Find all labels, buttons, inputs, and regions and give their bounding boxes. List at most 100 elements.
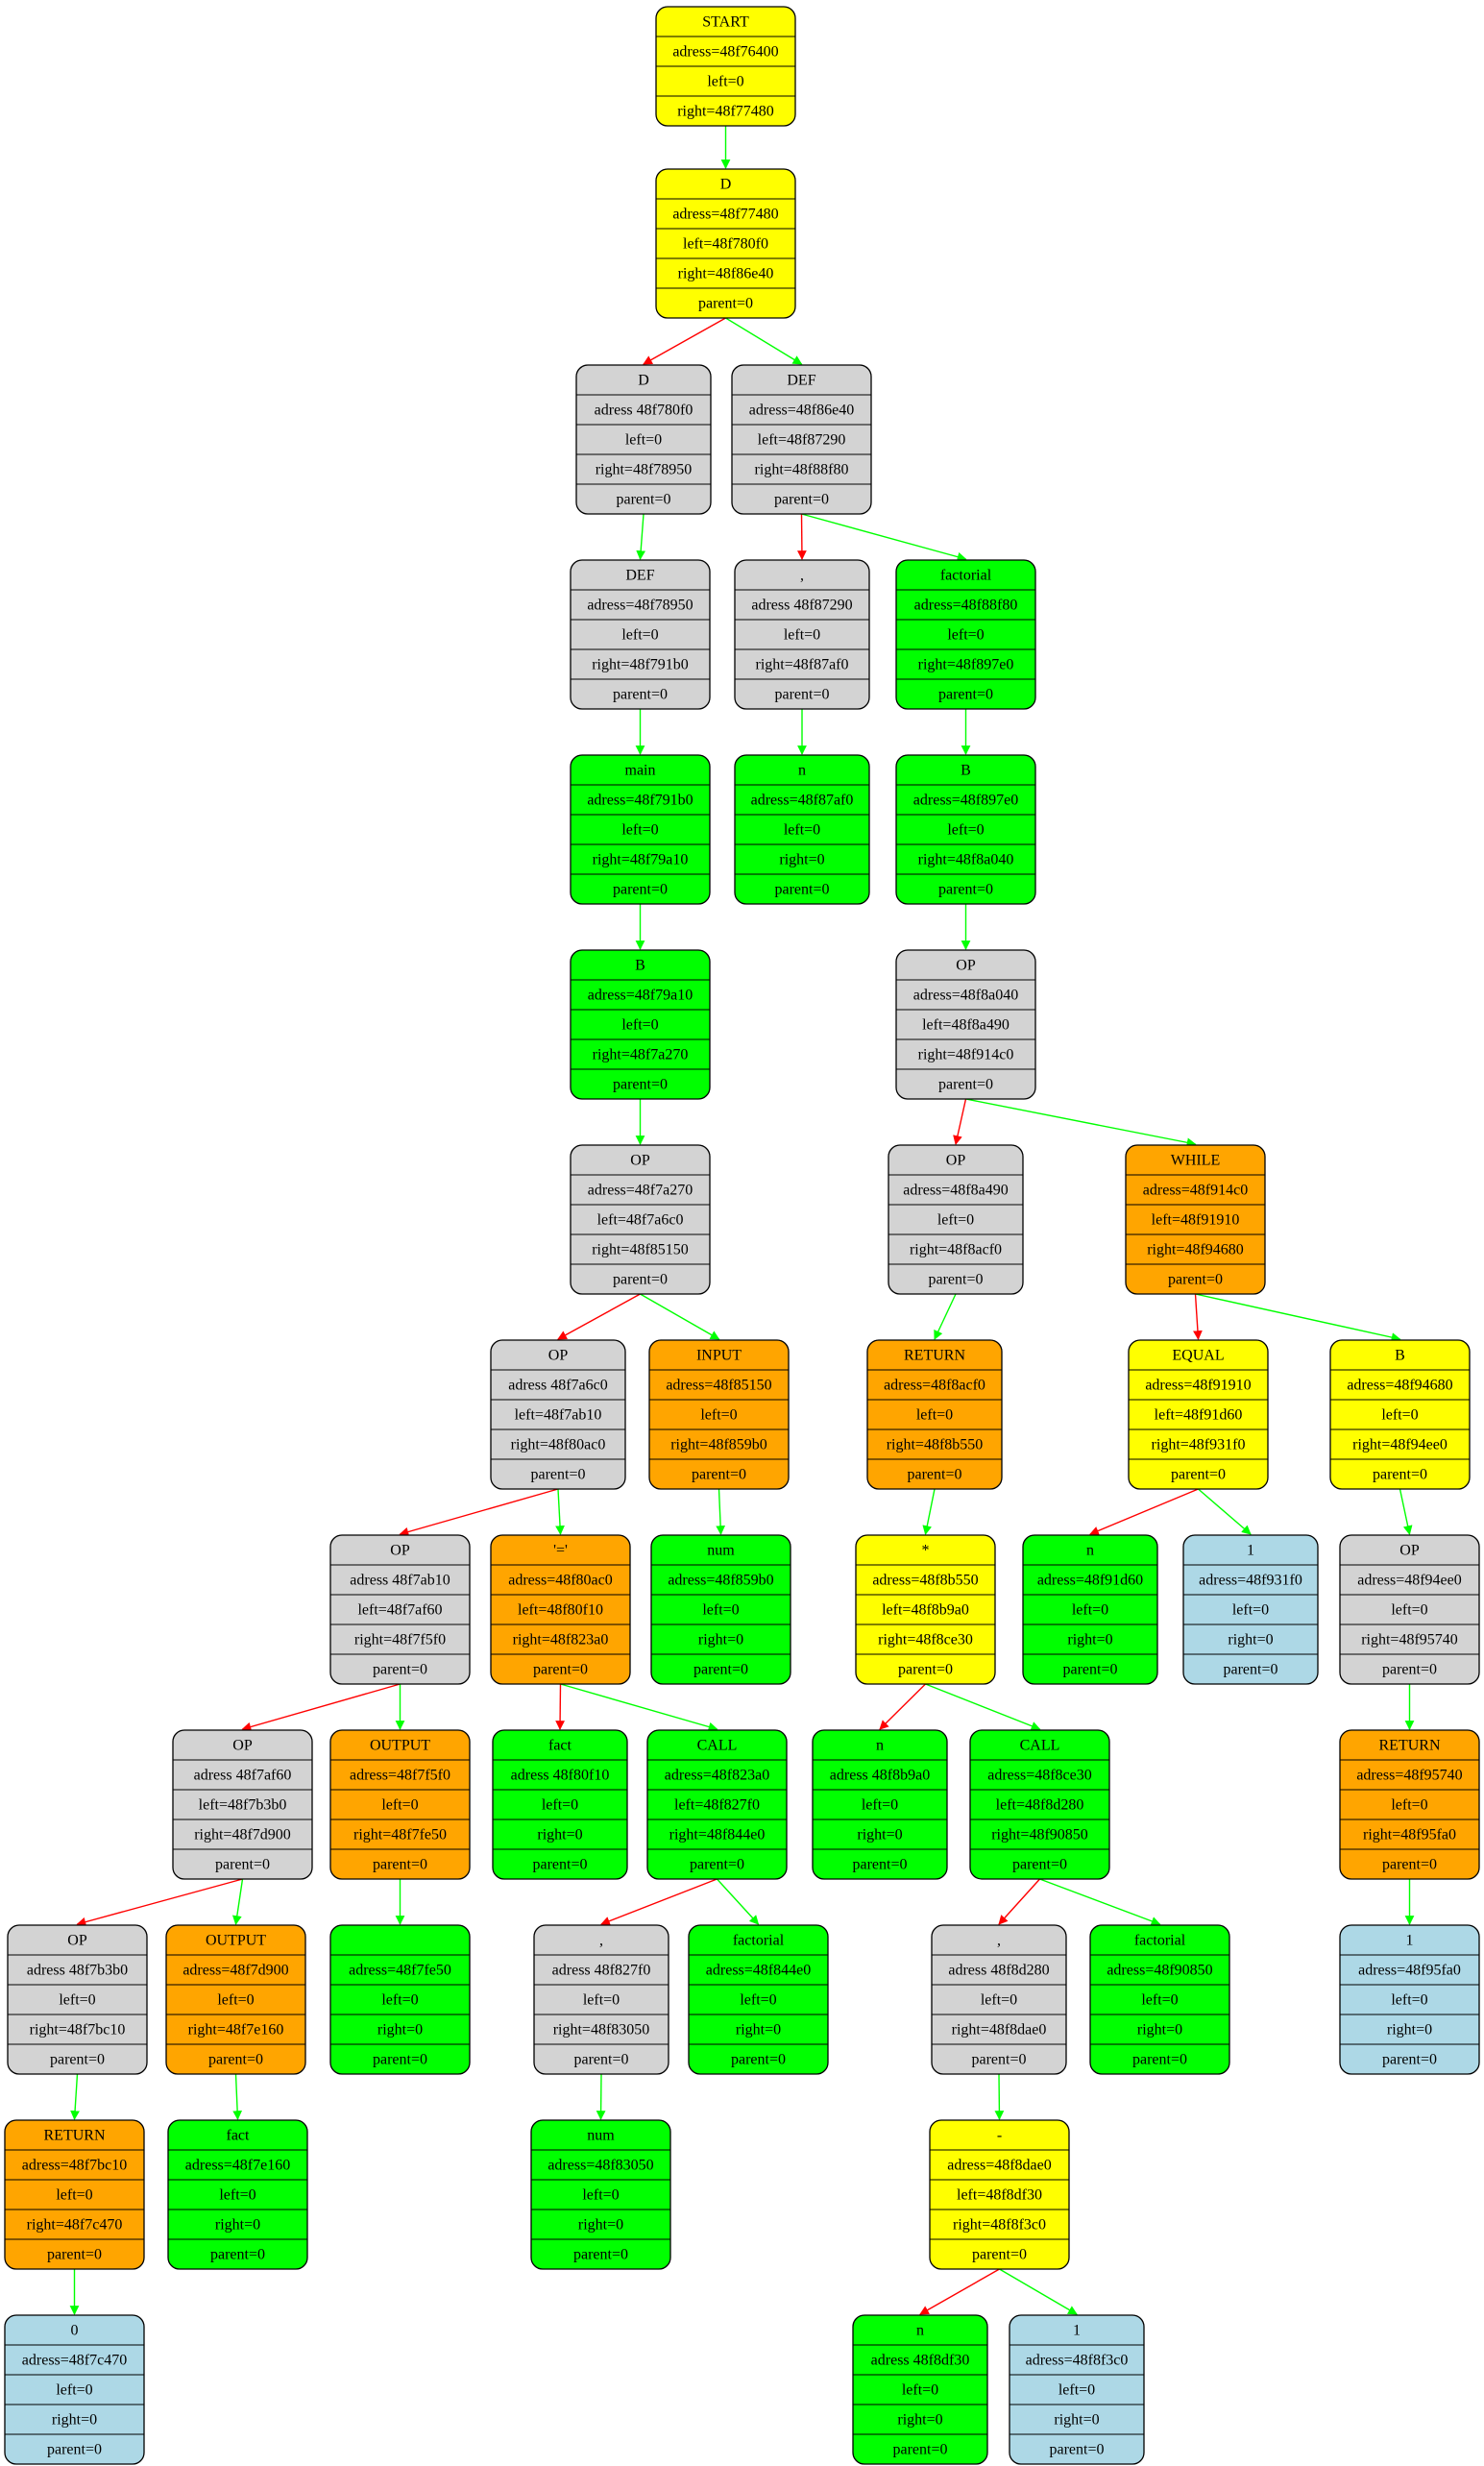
node-label: 1 [1406,1933,1414,1949]
node-field: parent=0 [613,1272,668,1288]
tree-node: OPadress=48f7a270left=48f7a6c0right=48f8… [570,1144,711,1295]
node-field: left=0 [621,1017,658,1034]
node-label: OP [956,958,976,974]
node-label: 1 [1247,1543,1254,1559]
node-field: left=0 [583,1992,620,2009]
node-field: left=0 [56,2187,92,2204]
node-field: right=48f7bc10 [30,2022,126,2039]
node-field: adress=48f7fe50 [349,1963,451,1979]
node-field: parent=0 [1171,1467,1226,1483]
node-box [648,1339,790,1490]
node-field: right=48f77480 [677,104,774,120]
node-label: , [997,1933,1001,1949]
tree-edge [399,1488,559,1537]
node-field: right=0 [1228,1632,1273,1648]
node-field: adress=48f8b550 [872,1573,978,1589]
node-field: right=0 [897,2412,942,2429]
node-field: right=48f90850 [991,1827,1088,1843]
node-field: adress 48f7b3b0 [27,1963,128,1979]
node-field: right=48f87af0 [756,657,849,673]
node-label: factorial [940,568,992,584]
node-field: adress 48f80f10 [511,1768,610,1784]
node-field: right=48f79a10 [593,852,689,868]
tree-edge [797,513,807,560]
tree-edge [241,1683,401,1732]
tree-edge [1195,1293,1401,1342]
node-field: adress 48f8d280 [948,1963,1049,1979]
node-field: right=48f7a270 [593,1047,689,1063]
node-box [895,559,1036,710]
node-field: right=48f88f80 [755,462,849,478]
node-field: parent=0 [774,492,829,508]
node-field: adress=48f95fa0 [1358,1963,1461,1979]
node-field: left=0 [947,627,984,644]
node-field: parent=0 [1382,1662,1437,1678]
node-field: adress=48f76400 [672,44,778,61]
node-field: right=48f95740 [1361,1632,1458,1648]
node-field: adress=48f897e0 [913,793,1018,809]
node-field: parent=0 [690,1857,744,1873]
tree-node: ,adress 48f8d280left=0right=48f8dae0pare… [931,1924,1067,2075]
node-field: adress=48f8ce30 [987,1768,1092,1784]
node-field: parent=0 [373,2052,427,2068]
node-field: parent=0 [613,1077,668,1093]
tree-edge [922,1488,936,1535]
node-label: WHILE [1171,1153,1221,1169]
tree-node: *adress=48f8b550left=48f8b9a0right=48f8c… [855,1534,996,1685]
node-field: right=48f859b0 [670,1437,767,1453]
tree-edge [1089,1488,1199,1536]
node-field: parent=0 [929,1272,984,1288]
node-field: right=48f94ee0 [1352,1437,1448,1453]
node-box [165,1924,306,2075]
node-field: adress=48f88f80 [914,598,1018,614]
node-field: left=0 [702,1602,739,1619]
node-field: left=48f87290 [758,432,846,449]
node-field: right=48f844e0 [669,1827,766,1843]
node-field: left=48f8a490 [922,1017,1010,1034]
tree-node: OUTPUTadress=48f7d900left=0right=48f7e16… [165,1924,306,2075]
tree-edge [919,2268,1000,2315]
tree-edge [232,2073,243,2120]
node-field: left=0 [625,432,662,449]
node-field: parent=0 [533,1662,588,1678]
node-field: left=0 [1391,1602,1427,1619]
node-field: adress=48f91d60 [1037,1573,1143,1589]
node-field: adress=48f844e0 [706,1963,811,1979]
node-box [734,559,870,710]
node-field: adress 48f8b9a0 [830,1768,930,1784]
node-field: right=0 [1054,2412,1099,2429]
node-box [688,1924,829,2075]
tree-node: OPadress=48f94ee0left=0right=48f95740par… [1339,1534,1480,1685]
node-label: , [599,1933,603,1949]
node-field: parent=0 [775,687,830,703]
node-field: right=48f83050 [553,2022,650,2039]
tree-edge [643,317,726,365]
node-field: adress=48f87af0 [751,793,854,809]
node-label: RETURN [1379,1738,1441,1754]
node-box [734,754,870,905]
tree-node: factorialadress=48f88f80left=0right=48f8… [895,559,1036,710]
node-box [646,1729,788,1880]
tree-edge [994,2073,1005,2120]
node-field: parent=0 [1132,2052,1187,2068]
node-field: adress 48f7af60 [194,1768,292,1784]
node-label: OP [548,1348,569,1364]
node-field: right=48f7d900 [194,1827,291,1843]
tree-node: INPUTadress=48f85150left=0right=48f859b0… [648,1339,790,1490]
node-field: adress 48f7ab10 [350,1573,450,1589]
node-field: adress 48f8df30 [871,2353,970,2369]
tree-node: factorialadress=48f844e0left=0right=0par… [688,1924,829,2075]
node-label: OP [67,1933,87,1949]
tree-node: Dadress=48f77480left=48f780f0right=48f86… [655,168,796,319]
node-box [167,2119,308,2270]
node-field: left=0 [862,1797,898,1814]
node-field: left=48f7ab10 [515,1407,602,1424]
node-field: right=48f85150 [592,1242,689,1258]
tree-node: DEFadress=48f78950left=0right=48f791b0pa… [570,559,711,710]
node-box [575,364,712,515]
